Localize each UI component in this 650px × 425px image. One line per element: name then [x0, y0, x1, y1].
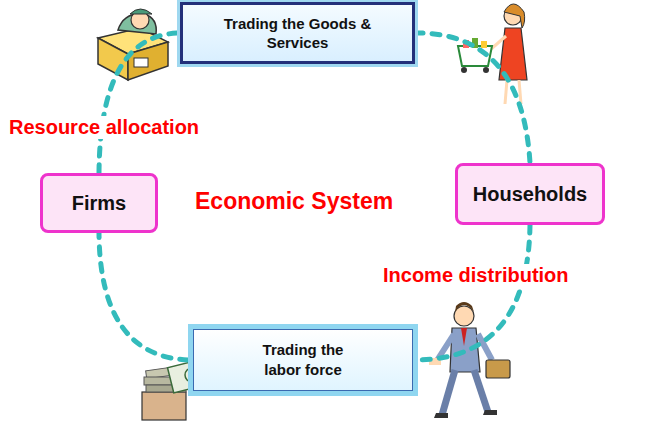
dashed-cycle-connector [418, 225, 530, 360]
income-distribution-label: Income distribution [380, 264, 572, 287]
node-text: Households [473, 183, 587, 206]
resource-allocation-label: Resource allocation [6, 116, 202, 139]
labor-trade-box: Trading the labor force [188, 324, 418, 396]
goods-trade-box: Trading the Goods & Services [180, 2, 415, 64]
economic-system-label: Economic System [192, 188, 396, 215]
delivery-worker-figure [98, 9, 168, 80]
node-text: Firms [72, 192, 126, 215]
firms-box: Firms [40, 173, 158, 233]
dashed-cycle-connector [415, 33, 530, 163]
shopper-figure [458, 4, 527, 104]
node-text: Trading the Goods & Services [203, 14, 393, 53]
node-text: Trading the labor force [247, 340, 359, 381]
households-box: Households [455, 163, 605, 225]
dashed-cycle-connector [99, 233, 188, 360]
dashed-cycle-connector [99, 33, 180, 173]
